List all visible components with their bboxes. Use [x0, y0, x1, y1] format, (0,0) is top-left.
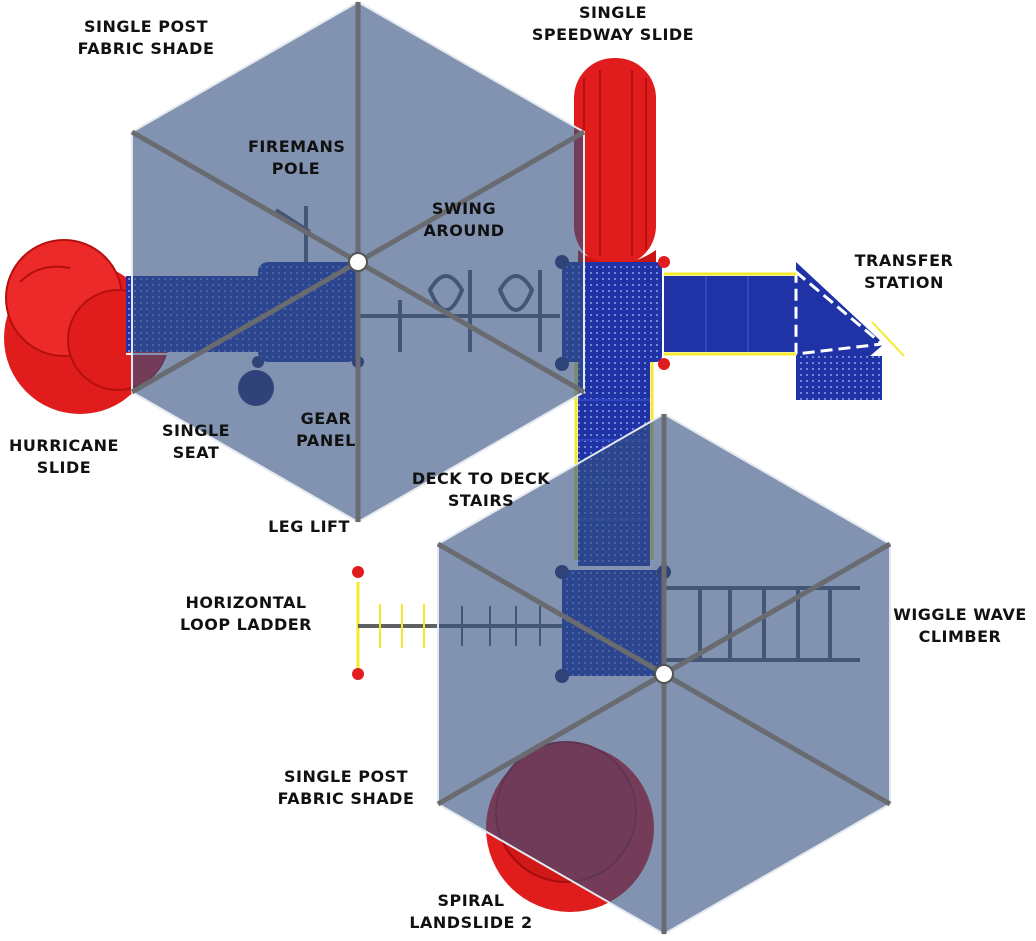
shade-top — [130, 0, 586, 524]
label-speedway-slide: SINGLE SPEEDWAY SLIDE — [518, 2, 708, 46]
label-line: SPEEDWAY SLIDE — [531, 25, 695, 44]
label-wiggle-wave: WIGGLE WAVE CLIMBER — [892, 604, 1028, 648]
label-shade-top: SINGLE POST FABRIC SHADE — [66, 16, 226, 60]
label-line: SPIRAL — [437, 891, 505, 910]
label-line: CLIMBER — [918, 627, 1002, 646]
label-line: LOOP LADDER — [179, 615, 312, 634]
label-line: SEAT — [172, 443, 220, 462]
label-line: POLE — [271, 159, 321, 178]
label-deck-stairs: DECK TO DECK STAIRS — [396, 468, 566, 512]
label-swing-around: SWING AROUND — [412, 198, 516, 242]
label-line: SINGLE — [161, 421, 231, 440]
label-line: DECK TO DECK — [411, 469, 551, 488]
label-line: STATION — [864, 273, 944, 292]
label-loop-ladder: HORIZONTAL LOOP LADDER — [166, 592, 326, 636]
transfer-station — [664, 262, 905, 400]
label-line: TRANSFER — [854, 251, 954, 270]
label-hurricane-slide: HURRICANE SLIDE — [0, 435, 128, 479]
label-line: HORIZONTAL — [185, 593, 307, 612]
label-line: SLIDE — [36, 458, 92, 477]
label-line: FIREMANS — [248, 137, 346, 156]
label-gear-panel: GEAR PANEL — [284, 408, 368, 452]
label-line: WIGGLE WAVE — [893, 605, 1027, 624]
label-line: LANDSLIDE 2 — [409, 913, 533, 932]
label-line: SWING — [431, 199, 497, 218]
label-line: STAIRS — [447, 491, 515, 510]
label-line: FABRIC SHADE — [277, 789, 415, 808]
label-line: SINGLE — [578, 3, 648, 22]
label-transfer-station: TRANSFER STATION — [846, 250, 962, 294]
red-cap — [352, 566, 364, 578]
label-line: SINGLE POST — [84, 17, 208, 36]
label-spiral-landslide: SPIRAL LANDSLIDE 2 — [396, 890, 546, 934]
label-single-seat: SINGLE SEAT — [150, 420, 242, 464]
label-shade-bottom: SINGLE POST FABRIC SHADE — [266, 766, 426, 810]
label-line: SINGLE POST — [284, 767, 408, 786]
label-line: HURRICANE — [9, 436, 119, 455]
label-line: AROUND — [423, 221, 505, 240]
label-line: GEAR — [300, 409, 352, 428]
label-firemans-pole: FIREMANS POLE — [248, 136, 346, 180]
label-leg-lift: LEG LIFT — [254, 516, 364, 538]
label-line: LEG LIFT — [268, 517, 350, 536]
label-line: PANEL — [296, 431, 356, 450]
label-line: FABRIC SHADE — [77, 39, 215, 58]
speedway-slide — [574, 58, 656, 277]
shade-bottom — [436, 412, 892, 936]
